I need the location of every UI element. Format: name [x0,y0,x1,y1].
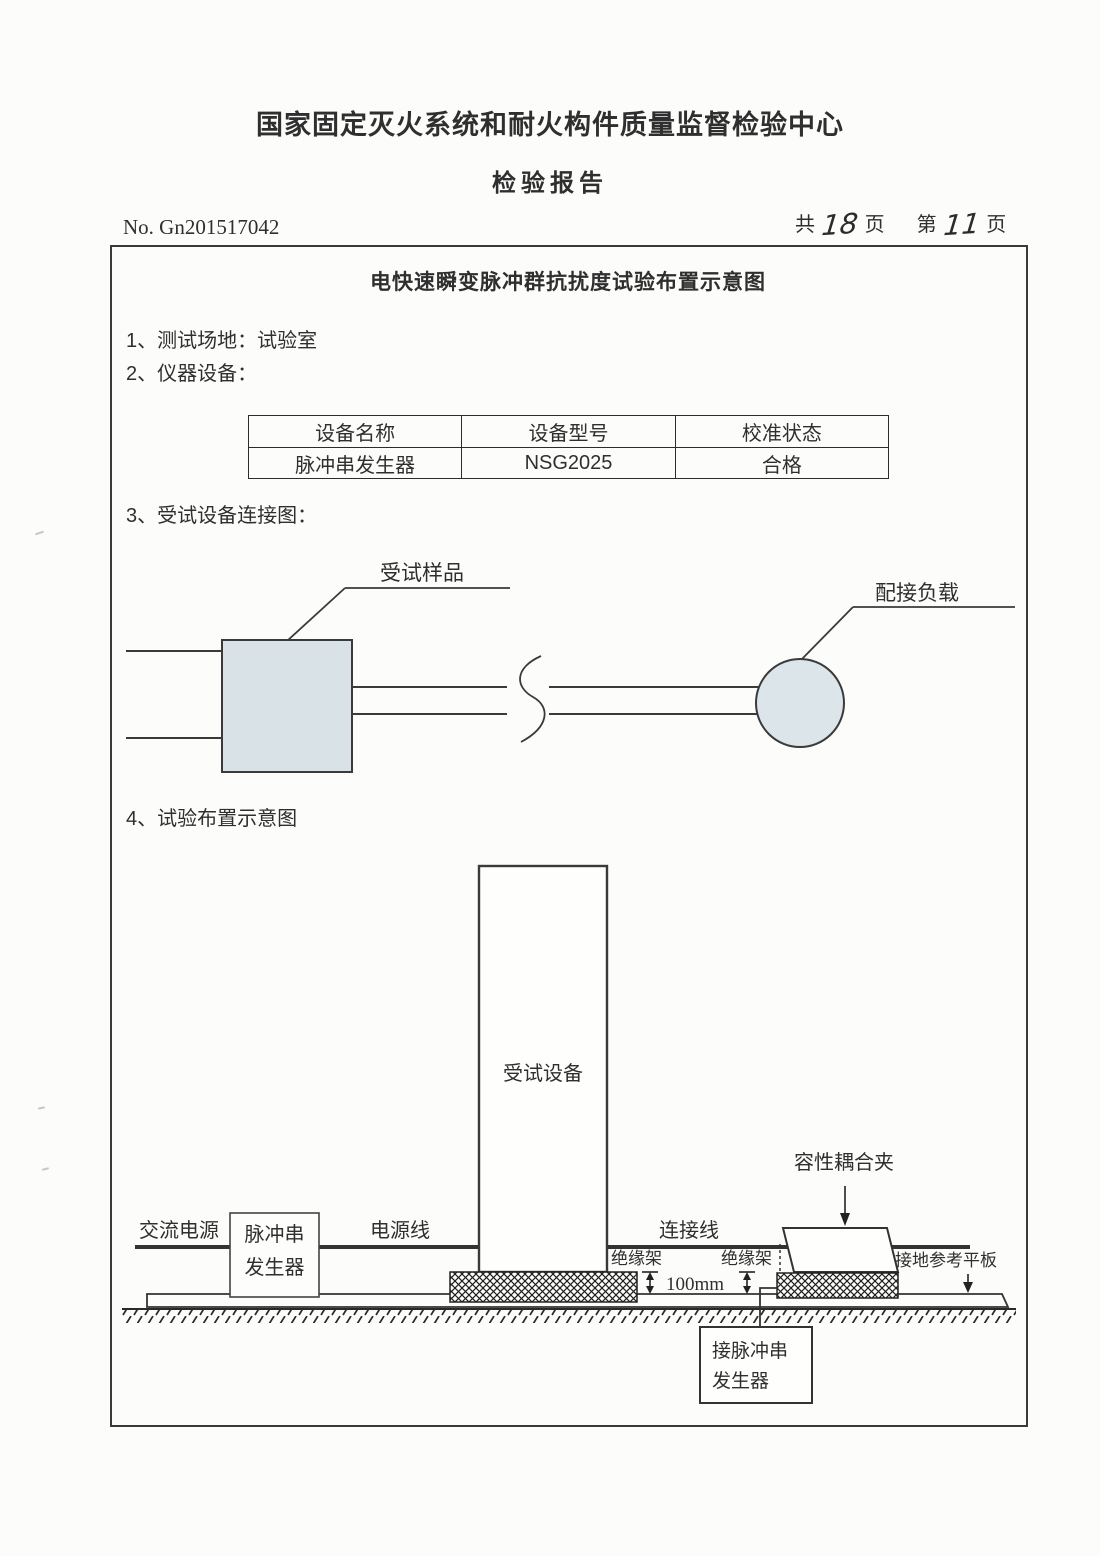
table-row: 脉冲串发生器 NSG2025 合格 [247,447,890,479]
load-label: 配接负载 [875,582,959,605]
dim-left-arrow-down [646,1286,654,1294]
insulation-support-label-left: 绝缘架 [611,1249,662,1268]
page-current-suffix: 页 [986,213,1007,236]
cable-break-squiggle [519,655,546,743]
cell-equipment-name: 脉冲串发生器 [247,447,463,479]
connection-diagram [126,587,1015,773]
page-title: 电快速瞬变脉冲群抗扰度试验布置示意图 [370,271,766,294]
pages-total-prefix: 共 [795,213,815,236]
plate-pointer-head [963,1282,973,1293]
scan-speck [41,1167,50,1171]
generator-box [229,1212,320,1298]
generator-label-line1: 脉冲串 [244,1224,305,1246]
eut-label: 受试设备 [503,1063,583,1085]
clamp-insulation-block [776,1272,899,1299]
cell-equipment-model: NSG2025 [461,447,676,479]
sample-label: 受试样品 [380,562,464,585]
cell-calibration-status: 合格 [674,447,890,479]
clamp-to-generator-wire [759,1287,777,1327]
page-current-prefix: 第 [916,213,937,236]
header-equipment-name: 设备名称 [247,415,463,448]
report-border-frame [110,245,1028,1427]
section-item-4: 4、试验布置示意图 [126,808,298,830]
to-generator-box [699,1326,813,1404]
equipment-table: 设备名称 设备型号 校准状态 脉冲串发生器 NSG2025 合格 [247,415,890,479]
generator-box-label: 脉冲串 发生器 [231,1219,318,1285]
sample-box [221,639,353,773]
sample-leader-diagonal [286,587,346,642]
scan-speck [37,1106,46,1110]
clamp-pointer-head [840,1213,850,1226]
load-leader-diagonal [800,606,854,661]
section-item-2: 2、仪器设备： [126,363,258,385]
header-equipment-model: 设备型号 [461,415,676,448]
insulation-support-label-right: 绝缘架 [721,1249,772,1268]
earth-hatch-band [122,1310,1016,1323]
layout-diagram [122,864,1016,1404]
ac-power-label: 交流电源 [139,1220,219,1242]
pagination: 共 18 页 第 11 页 [795,206,1007,243]
generator-label-line2: 发生器 [244,1257,305,1279]
power-line-label: 电源线 [370,1220,430,1242]
header-calibration-status: 校准状态 [674,415,890,448]
dim-left-arrow-up [646,1272,654,1280]
dim-right-arrow-down [743,1286,751,1294]
section-item-1: 1、测试场地：试验室 [126,330,318,352]
to-generator-label-line1: 接脉冲串 [712,1341,789,1362]
page-current-handwritten: 11 [941,206,982,243]
pages-total-handwritten: 18 [820,206,860,243]
scan-speck [34,530,45,536]
dim-right-arrow-up [743,1272,751,1280]
coupling-clamp-label: 容性耦合夹 [794,1152,894,1174]
load-circle [755,658,845,748]
report-number: No. Gn201517042 [123,215,280,239]
report-title: 检验报告 [492,170,608,197]
org-title: 国家固定灭火系统和耐火构件质量监督检验中心 [256,110,844,140]
to-generator-box-label: 接脉冲串 发生器 [712,1337,788,1397]
eut-box [477,864,609,1274]
height-dimension-label: 100mm [666,1274,725,1295]
table-header-row: 设备名称 设备型号 校准状态 [247,415,890,448]
connection-line-label: 连接线 [659,1220,719,1242]
eut-insulation-block [449,1271,638,1303]
pages-total-suffix: 页 [864,213,885,236]
ground-plane-label: 接地参考平板 [895,1251,997,1270]
coupling-clamp-body [781,1227,900,1273]
section-item-3: 3、受试设备连接图： [126,505,318,527]
to-generator-label-line2: 发生器 [712,1371,770,1392]
